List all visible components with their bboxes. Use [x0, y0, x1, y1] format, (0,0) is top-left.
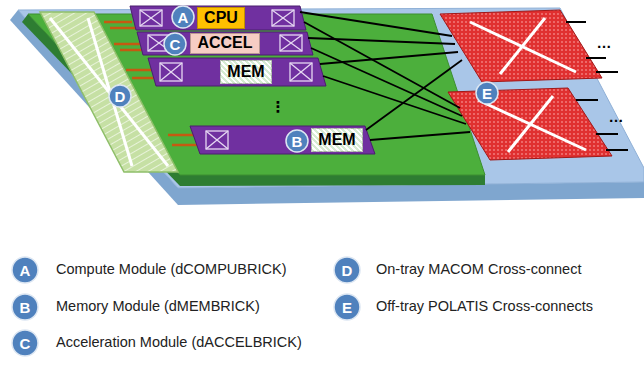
panel-x	[478, 100, 586, 150]
stub	[168, 134, 194, 137]
x-box	[272, 10, 294, 26]
stub	[110, 27, 136, 30]
cross-connect-panel	[448, 88, 612, 160]
callout-circle	[476, 82, 498, 104]
memory-module	[190, 126, 375, 154]
legend-text: Acceleration Module (dACCELBRICK)	[56, 335, 302, 351]
port-line	[596, 71, 618, 73]
x-box	[280, 35, 302, 51]
callout-letter: D	[342, 263, 353, 278]
callout-circle	[109, 85, 131, 107]
x-stroke	[280, 35, 302, 51]
callout-letter: B	[20, 300, 31, 315]
stub	[172, 144, 198, 147]
callout-letter: A	[178, 10, 189, 25]
stub	[132, 77, 156, 80]
panel-x	[508, 96, 553, 152]
module-name: CPU	[204, 10, 238, 26]
port-line	[586, 57, 606, 59]
memory-label: MEM	[311, 128, 363, 152]
legend-text: Off-tray POLATIS Cross-connects	[376, 299, 593, 315]
module-name: MEM	[227, 64, 264, 80]
legend-circle	[334, 294, 360, 320]
stub	[120, 49, 144, 52]
callout-letter: C	[20, 336, 31, 351]
stub	[126, 69, 152, 72]
callout-letter: E	[342, 300, 352, 315]
accel-label: ACCEL	[190, 33, 260, 54]
x-stroke	[272, 10, 294, 26]
ellipsis: …	[597, 35, 612, 50]
module-name: ACCEL	[197, 35, 252, 51]
legend-circle	[334, 257, 360, 283]
x-stroke	[140, 10, 162, 26]
x-stroke	[140, 10, 162, 26]
board-side	[180, 175, 485, 186]
stub	[114, 43, 140, 46]
legend-circle	[12, 294, 38, 320]
x-stroke	[206, 131, 228, 149]
x-box	[206, 131, 228, 149]
x-stroke	[206, 131, 228, 149]
link-line	[308, 38, 455, 44]
legend-text: Memory Module (dMEMBRICK)	[56, 299, 260, 315]
cross-connect-panel	[440, 10, 602, 82]
card-x	[88, 18, 132, 166]
stub	[104, 21, 132, 24]
callout-letter: E	[482, 86, 492, 101]
module-name: MEM	[318, 132, 355, 148]
x-stroke	[272, 10, 294, 26]
port-line	[606, 149, 628, 151]
memory-label: MEM	[220, 60, 272, 84]
link-line	[320, 52, 458, 64]
port-line	[576, 99, 598, 101]
tray	[18, 8, 644, 188]
callout-circle	[172, 6, 194, 28]
callout-letter: D	[115, 89, 126, 104]
x-box	[290, 63, 312, 81]
compute-module	[130, 6, 306, 30]
callout-letter: C	[170, 37, 181, 52]
port-line	[566, 21, 586, 23]
panel-x	[500, 18, 545, 74]
x-stroke	[290, 63, 312, 81]
callout-circle	[286, 130, 308, 152]
x-stroke	[280, 35, 302, 51]
link-line	[366, 60, 462, 130]
legend-circle	[12, 330, 38, 356]
callout-letter: B	[292, 134, 303, 149]
legend-text: Compute Module (dCOMPUBRICK)	[56, 262, 286, 278]
legend-circle	[12, 257, 38, 283]
acceleration-module	[137, 32, 313, 55]
link-line	[311, 48, 462, 116]
link-line	[323, 76, 466, 124]
callout-letter: A	[20, 263, 31, 278]
legend-text: On-tray MACOM Cross-connect	[376, 262, 581, 278]
port-line	[596, 133, 618, 135]
x-box	[140, 10, 162, 26]
callout-circle	[164, 33, 186, 55]
link-line	[370, 132, 470, 140]
panel-ports	[566, 22, 628, 150]
ellipsis: ⋮	[271, 99, 286, 114]
x-stroke	[160, 63, 182, 81]
memory-module	[148, 58, 326, 86]
x-stroke	[160, 63, 182, 81]
ellipsis: …	[609, 109, 624, 124]
x-box	[160, 63, 182, 81]
optical-links	[300, 12, 470, 140]
compute-label: CPU	[197, 7, 245, 29]
x-stroke	[290, 63, 312, 81]
